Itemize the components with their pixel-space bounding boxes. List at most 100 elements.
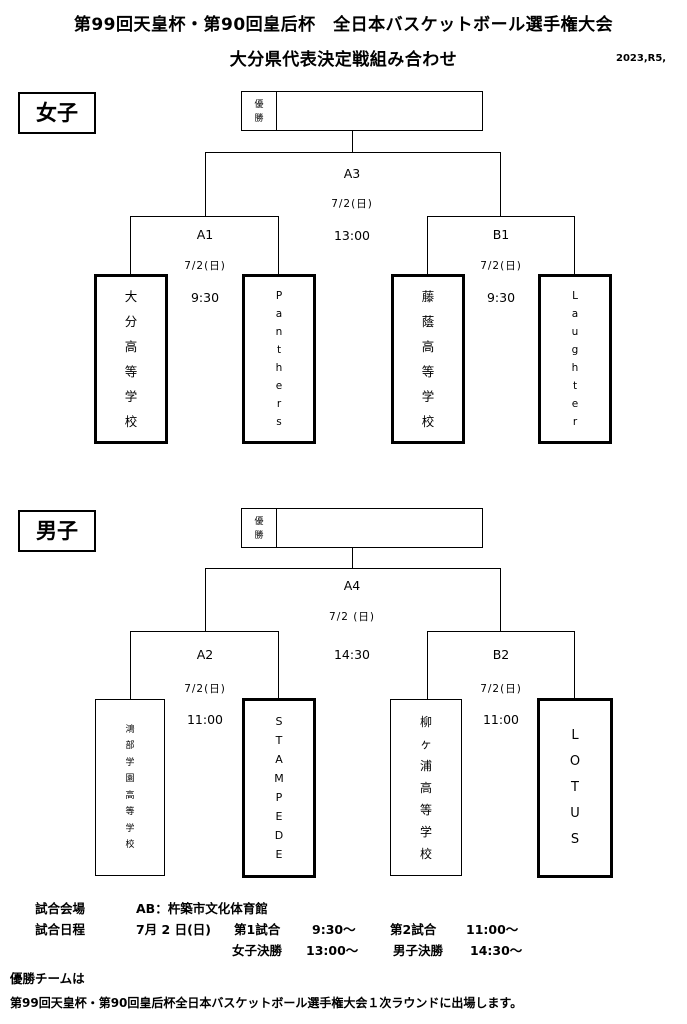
winner-label-char: 優 bbox=[254, 100, 264, 110]
venue-label: 試合会場 bbox=[35, 901, 86, 916]
team-name-char: 学 bbox=[124, 389, 138, 404]
team-name-char: 柳 bbox=[419, 714, 432, 729]
page-title: 第99回天皇杯・第90回皇后杯 全日本バスケットボール選手権大会 bbox=[73, 15, 614, 35]
bracket-line bbox=[352, 547, 353, 568]
bracket-line bbox=[130, 631, 131, 699]
women-team-4-name: L a u g h t e r bbox=[541, 277, 609, 441]
team-name-char: 学 bbox=[125, 823, 135, 834]
schedule-label: 試合日程 bbox=[35, 922, 86, 937]
men-team-3: 柳 ヶ 浦 高 等 学 校 bbox=[390, 699, 462, 876]
team-name-char: 高 bbox=[419, 780, 432, 795]
team-name-char: h bbox=[571, 362, 579, 374]
team-name-char: s bbox=[276, 416, 282, 428]
women-team-1-name: 大 分 高 等 学 校 bbox=[97, 277, 165, 441]
bracket-line bbox=[205, 152, 500, 153]
game2-time: 11:00～ bbox=[466, 922, 519, 937]
men-team-2-name: S T A M P E D E bbox=[245, 701, 313, 875]
team-name-char: 等 bbox=[124, 364, 138, 379]
team-name-char: 蔭 bbox=[421, 314, 435, 329]
team-name-char: r bbox=[276, 398, 282, 410]
men-left-match-time: 11:00 bbox=[186, 712, 224, 727]
team-name-char: 鴻 bbox=[125, 724, 135, 735]
team-name-char: h bbox=[275, 362, 283, 374]
men-left-match-label: A2 bbox=[196, 647, 214, 662]
men-team-4: L O T U S bbox=[537, 698, 613, 878]
team-name-char: S bbox=[275, 715, 283, 728]
team-name-char: 浦 bbox=[419, 758, 432, 773]
team-name-char: 園 bbox=[125, 774, 135, 784]
team-name-char: 高 bbox=[124, 339, 138, 354]
venue-value: AB：杵築市文化体育館 bbox=[136, 901, 268, 916]
bracket-line bbox=[130, 631, 278, 632]
women-team-3: 藤 蔭 高 等 学 校 bbox=[391, 274, 465, 444]
men-section-label: 男子 bbox=[18, 510, 96, 552]
game1-label: 第1試合 bbox=[234, 922, 281, 937]
men-final-date: 7/2 (日) bbox=[329, 611, 375, 623]
team-name-char: P bbox=[275, 791, 283, 804]
bracket-line bbox=[427, 631, 428, 699]
team-name-char: 学 bbox=[421, 389, 435, 404]
team-name-char: T bbox=[275, 734, 283, 747]
bracket-line bbox=[427, 216, 574, 217]
team-name-char: u bbox=[571, 326, 579, 338]
women-final-schedule-label: 女子決勝 bbox=[232, 943, 283, 958]
team-name-char: t bbox=[572, 380, 578, 392]
men-winner-box: 優 勝 bbox=[241, 508, 483, 548]
women-right-match-date: 7/2(日) bbox=[480, 260, 522, 272]
date-stamp: 2023,R5, bbox=[616, 53, 667, 64]
men-final-schedule-label: 男子決勝 bbox=[393, 943, 444, 958]
bracket-line bbox=[205, 568, 206, 631]
game1-time: 9:30～ bbox=[312, 922, 356, 937]
bracket-line bbox=[500, 152, 501, 216]
team-name-char: 学 bbox=[419, 824, 432, 839]
team-name-char: P bbox=[275, 290, 283, 302]
team-name-char: 大 bbox=[124, 289, 138, 304]
bracket-line bbox=[130, 216, 131, 276]
women-final-label: A3 bbox=[343, 166, 361, 181]
team-name-char: 高 bbox=[125, 790, 135, 801]
team-name-char: 高 bbox=[421, 339, 435, 354]
bracket-line bbox=[427, 216, 428, 276]
women-final-time: 13:00 bbox=[333, 228, 371, 243]
women-right-match-label: B1 bbox=[492, 227, 510, 242]
team-name-char: 等 bbox=[421, 364, 435, 379]
note-line-2: 第99回天皇杯・第90回皇后杯全日本バスケットボール選手権大会１次ラウンドに出場… bbox=[10, 996, 523, 1010]
women-team-3-name: 藤 蔭 高 等 学 校 bbox=[394, 277, 462, 441]
men-final-label: A4 bbox=[343, 578, 361, 593]
men-right-match-label: B2 bbox=[492, 647, 510, 662]
team-name-char: 校 bbox=[124, 414, 138, 429]
team-name-char: L bbox=[572, 290, 578, 302]
team-name-char: U bbox=[570, 806, 580, 821]
men-team-3-name: 柳 ヶ 浦 高 等 学 校 bbox=[391, 700, 461, 875]
note-line-1: 優勝チームは bbox=[10, 971, 85, 986]
team-name-char: 等 bbox=[419, 802, 432, 817]
women-left-match-time: 9:30 bbox=[190, 290, 220, 305]
schedule-date: 7月 2 日(日) bbox=[136, 922, 212, 937]
team-name-char: M bbox=[274, 772, 284, 785]
team-name-char: E bbox=[275, 848, 283, 861]
team-name-char: E bbox=[275, 810, 283, 823]
women-left-match-label: A1 bbox=[196, 227, 214, 242]
women-team-1: 大 分 高 等 学 校 bbox=[94, 274, 168, 444]
men-left-match-date: 7/2(日) bbox=[184, 683, 226, 695]
bracket-line bbox=[427, 631, 574, 632]
team-name-char: r bbox=[572, 416, 578, 428]
bracket-line bbox=[205, 568, 500, 569]
women-section-label: 女子 bbox=[18, 92, 96, 134]
winner-label-char: 優 bbox=[254, 517, 264, 527]
team-name-char: e bbox=[275, 380, 283, 392]
men-final-time: 14:30 bbox=[333, 647, 371, 662]
women-winner-label: 優 勝 bbox=[242, 92, 277, 130]
women-team-2: P a n t h e r s bbox=[242, 274, 316, 444]
team-name-char: A bbox=[275, 753, 283, 766]
team-name-char: S bbox=[570, 832, 580, 847]
women-winner-box: 優 勝 bbox=[241, 91, 483, 131]
bracket-line bbox=[130, 216, 278, 217]
bracket-line bbox=[352, 130, 353, 152]
women-team-2-name: P a n t h e r s bbox=[245, 277, 313, 441]
men-team-1: 鴻 部 学 園 高 等 学 校 bbox=[95, 699, 165, 876]
team-name-char: a bbox=[275, 308, 283, 320]
team-name-char: n bbox=[275, 326, 283, 338]
team-name-char: O bbox=[569, 754, 581, 769]
team-name-char: L bbox=[571, 728, 579, 743]
